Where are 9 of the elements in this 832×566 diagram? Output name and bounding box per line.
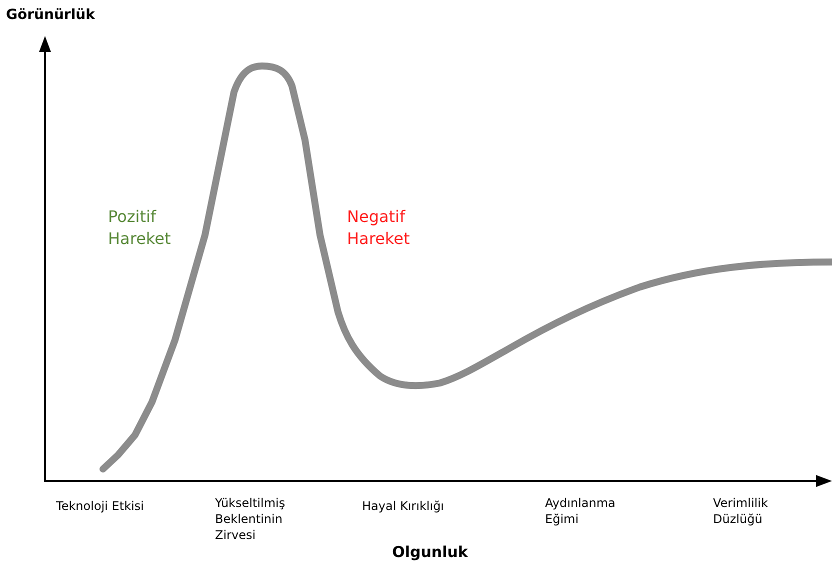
phase-label: Hayal Kırıklığı: [362, 498, 444, 514]
curve-annotation: Negatif Hareket: [347, 206, 411, 250]
phase-label: Verimlilik Düzlüğü: [713, 495, 769, 528]
phase-label: Yükseltilmiş Beklentinin Zirvesi: [215, 495, 286, 544]
axis-title: Görünürlük: [6, 6, 95, 25]
axis-title: Olgunluk: [392, 542, 468, 562]
phase-label: Teknoloji Etkisi: [56, 498, 144, 514]
curve-annotation: Pozitif Hareket: [108, 206, 172, 250]
phase-label: Aydınlanma Eğimi: [545, 495, 616, 528]
